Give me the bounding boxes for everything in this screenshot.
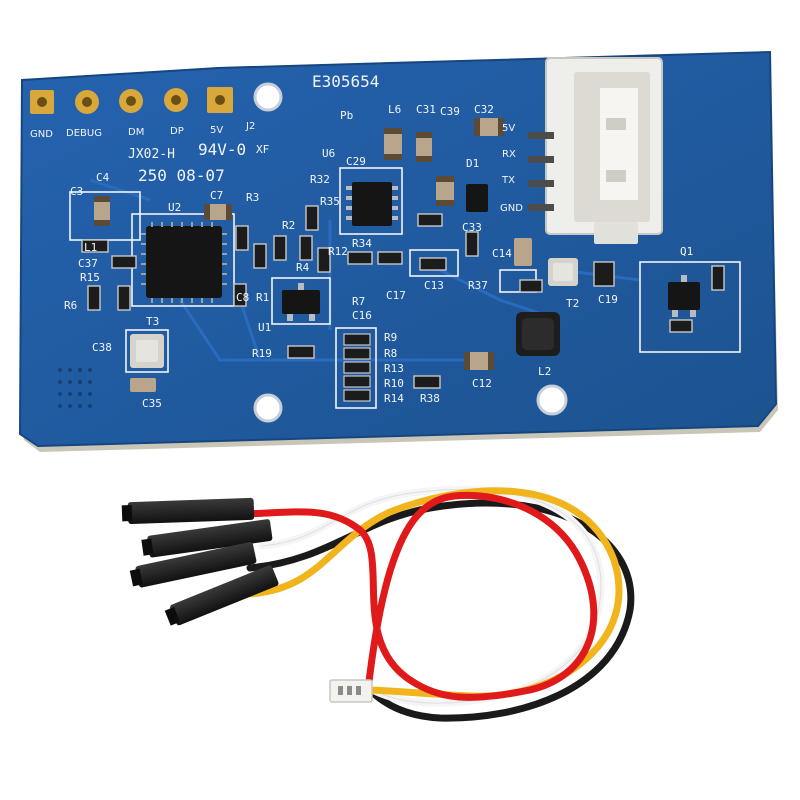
dupont-plug (164, 565, 279, 626)
dupont-connectors (121, 497, 279, 626)
mounting-hole (536, 384, 568, 416)
chip-u2 (141, 222, 227, 303)
crystal-t3 (130, 334, 164, 368)
chip-u6 (346, 182, 398, 226)
sot-u1 (282, 283, 320, 321)
jst-connector (528, 57, 663, 244)
diode-d1 (466, 184, 488, 212)
dupont-plug (121, 497, 255, 525)
silkscreen-outlines (69, 167, 741, 409)
mounting-hole (253, 393, 283, 423)
mounting-holes (253, 82, 568, 423)
wire-harness (240, 485, 635, 722)
inductor-l2 (516, 312, 560, 356)
mounting-hole (253, 82, 283, 112)
sot-q1 (668, 275, 700, 317)
via-array (58, 368, 92, 408)
jst-plug (329, 679, 373, 703)
dupont-plug (141, 519, 273, 558)
dupont-plug (129, 542, 257, 588)
passive-components (81, 118, 725, 402)
crystal-t2 (548, 258, 578, 286)
header-pads-j2 (30, 87, 233, 114)
